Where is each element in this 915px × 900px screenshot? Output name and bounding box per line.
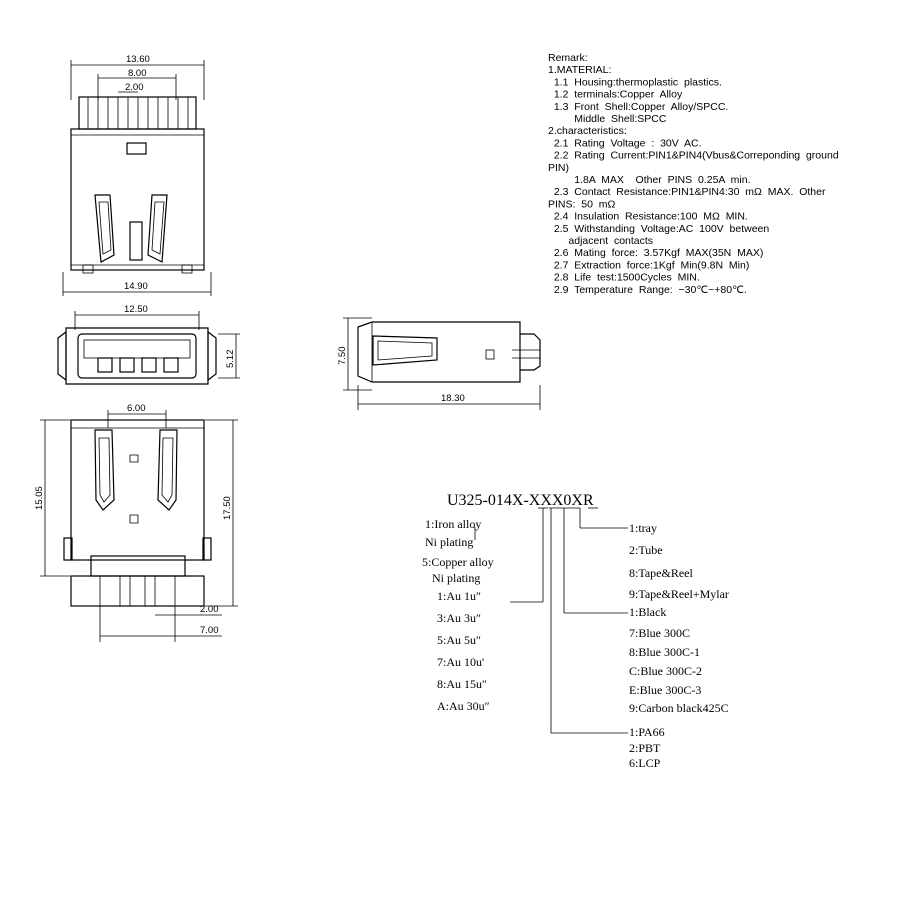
plating-option: 3:Au 3u″ [437, 611, 481, 625]
packing-option: 1:tray [629, 521, 657, 535]
dim-side-height: 7.50 [337, 347, 348, 366]
remark-line: 2.6 Mating force: 3.57Kgf MAX(35N MAX) [548, 247, 763, 259]
remark-line: 2.5 Withstanding Voltage:AC 100V between [548, 223, 769, 235]
plating-option: 8:Au 15u″ [437, 677, 487, 691]
color-option: C:Blue 300C-2 [629, 664, 702, 678]
dim-top-pitch: 2.00 [125, 82, 144, 93]
packing-options: 1:tray 2:Tube 8:Tape&Reel 9:Tape&Reel+Mylar [629, 521, 729, 601]
dim-top-inner: 8.00 [128, 68, 147, 79]
plating-option: Ni plating [432, 571, 480, 585]
color-options: 1:Black 7:Blue 300C 8:Blue 300C-1C:Blue 30… [629, 605, 729, 715]
remark-line: 2.4 Insulation Resistance:100 MΩ MIN. [548, 211, 748, 223]
dim-front-width: 12.50 [124, 304, 148, 315]
remark-line: 1.MATERIAL: [548, 64, 611, 76]
plating-option: 7:Au 10u' [437, 655, 484, 669]
material-option: 2:PBT [629, 741, 661, 755]
color-option: 8:Blue 300C-1 [629, 645, 700, 659]
remark-line: adjacent contacts [548, 235, 653, 247]
dim-front-height: 5.12 [225, 350, 236, 369]
material-option: 6:LCP [629, 756, 661, 770]
color-option: 7:Blue 300C [629, 626, 690, 640]
packing-option: 8:Tape&Reel [629, 566, 693, 580]
plating-option: 1:Iron alloy [425, 517, 481, 531]
plating-option: 5:Copper alloy [422, 555, 494, 569]
remark-line: 2.3 Contact Resistance:PIN1&PIN4:30 mΩ M… [548, 186, 826, 198]
side-view: 7.50 18.30 [337, 317, 541, 410]
remark-line: 2.9 Temperature Range: −30℃~+80℃. [548, 284, 747, 296]
remark-line: PINS: 50 mΩ [548, 198, 616, 210]
front-view: 12.50 5.12 [57, 304, 240, 385]
dim-bottom-pitch: 2.00 [200, 604, 219, 615]
plating-option: 1:Au 1u″ [437, 589, 481, 603]
packing-option: 2:Tube [629, 543, 663, 557]
remark-line: 2.8 Life test:1500Cycles MIN. [548, 272, 700, 284]
remark-line: 2.1 Rating Voltage : 30V AC. [548, 137, 702, 149]
remark-line: 2.7 Extraction force:1Kgf Min(9.8N Min) [548, 259, 749, 271]
dim-bottom-left-height: 15.05 [34, 486, 45, 510]
remark-line: 1.2 terminals:Copper Alloy [548, 89, 683, 101]
color-option: 1:Black [629, 605, 666, 619]
material-option: 1:PA66 [629, 725, 665, 739]
top-view: 13.60 8.00 2.00 14 [62, 54, 212, 296]
dim-bottom-right-height: 17.50 [222, 496, 233, 520]
plating-options: 1:Iron alloy Ni plating 5:Copper alloy Ni p… [422, 517, 494, 713]
plating-option: A:Au 30u″ [437, 699, 490, 713]
ordering-code: U325-014X-XXX0XR 1:Iron alloy Ni plating 5… [422, 492, 729, 770]
bottom-view: 6.00 15.05 17.50 2.00 7.00 [34, 403, 238, 642]
remark-line: Middle Shell:SPCC [548, 113, 667, 125]
remark-line: 1.8A MAX Other PINS 0.25A min. [548, 174, 751, 186]
dim-bottom-span: 7.00 [200, 625, 219, 636]
packing-option: 9:Tape&Reel+Mylar [629, 587, 729, 601]
color-option: 9:Carbon black425C [629, 701, 729, 715]
remark-line: 1.3 Front Shell:Copper Alloy/SPCC. [548, 101, 728, 113]
remark-line: PIN) [548, 162, 569, 174]
dim-side-length: 18.30 [441, 393, 465, 404]
remark-block: Remark:1.MATERIAL: 1.1 Housing:thermopla… [548, 52, 839, 296]
part-number: U325-014X-XXX0XR [447, 492, 594, 509]
dim-top-overall: 13.60 [126, 54, 150, 65]
remark-line: 1.1 Housing:thermoplastic plastics. [548, 76, 722, 88]
color-option: E:Blue 300C-3 [629, 683, 701, 697]
dim-bottom-inner: 6.00 [127, 403, 146, 414]
plating-option: 5:Au 5u″ [437, 633, 481, 647]
remark-line: Remark: [548, 52, 588, 64]
remark-line: 2.characteristics: [548, 125, 627, 137]
dim-top-bottom: 14.90 [124, 281, 148, 292]
remark-line: 2.2 Rating Current:PIN1&PIN4(Vbus&Correp… [548, 150, 839, 162]
plating-option: Ni plating [425, 535, 473, 549]
